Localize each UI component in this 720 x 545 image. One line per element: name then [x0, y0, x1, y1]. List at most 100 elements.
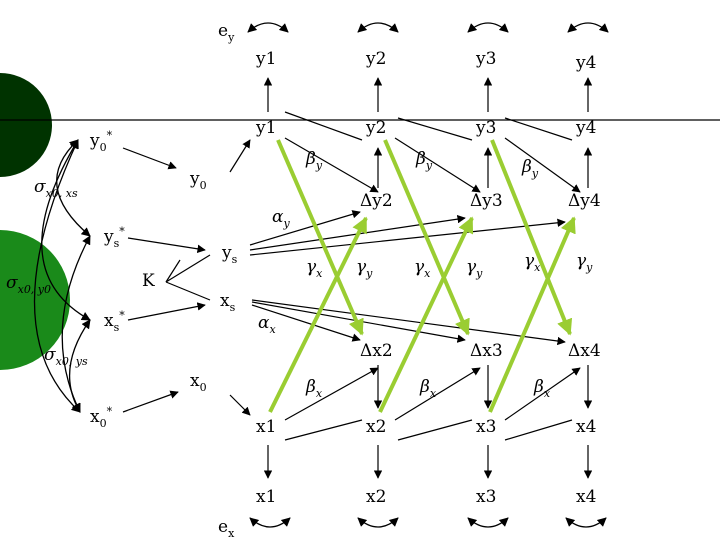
node-y1-observed: y1	[255, 49, 276, 69]
param-gamma-x-3: γx	[524, 251, 541, 274]
path-y3-dy4	[504, 137, 581, 193]
path-y1-dy2	[284, 137, 379, 193]
path-y1-dx2	[276, 139, 364, 336]
node-y4-observed: y4	[575, 53, 596, 73]
node-y2-observed: y2	[365, 49, 386, 69]
path-x1-dy2	[268, 216, 368, 413]
path-x3-dx4	[504, 367, 581, 421]
variance-arcs	[33, 22, 609, 528]
param-sigma-x0-xs: σx0, xs	[34, 177, 78, 200]
node-y3-observed: y3	[475, 49, 496, 69]
path-k-xs	[165, 281, 211, 301]
node-dy2: Δy2	[360, 191, 393, 211]
ey-var-arc-1	[247, 22, 289, 33]
node-x2-latent: x2	[366, 417, 386, 437]
cov-xs-x0	[69, 319, 91, 413]
node-y2-latent: y2	[365, 118, 386, 138]
node-y3-latent: y3	[475, 118, 496, 138]
node-y4-latent: y4	[575, 118, 596, 138]
path-ys-dy2	[249, 210, 361, 246]
ex-var-arc-2	[357, 517, 399, 528]
node-ys-star: ys*	[103, 225, 125, 250]
path-y3-dx4	[490, 139, 573, 336]
node-x3-observed: x3	[476, 487, 496, 507]
path-xs-dx2	[251, 304, 361, 342]
node-ey: ey	[218, 21, 235, 44]
param-beta-y-1: βy	[305, 149, 323, 172]
param-gamma-y-1: γy	[356, 257, 373, 280]
param-beta-y-2: βy	[415, 149, 433, 172]
cov-y0-x0	[33, 139, 81, 413]
path-y3-y4	[504, 117, 573, 141]
param-gamma-y-2: γy	[466, 257, 483, 280]
cov-y0-xs	[41, 139, 91, 321]
node-dx2: Δx2	[360, 341, 393, 361]
node-x3-latent: x3	[476, 417, 496, 437]
param-beta-x-2: βx	[419, 377, 437, 400]
path-x0-x1	[229, 394, 251, 416]
param-alpha-x: αx	[258, 313, 276, 336]
structural-paths	[122, 77, 593, 479]
node-x1-latent: x1	[256, 417, 276, 437]
node-y1-latent: y1	[255, 118, 276, 138]
path-k-ys	[165, 254, 211, 283]
path-x2-dy3	[378, 216, 474, 413]
param-gamma-x-1: γx	[306, 257, 323, 280]
path-x1-dx2	[284, 367, 379, 421]
param-gamma-y-3: γy	[576, 251, 593, 274]
ex-var-arc-1	[249, 517, 291, 528]
node-x0-star: x0*	[90, 405, 113, 430]
node-x4-observed: x4	[576, 487, 596, 507]
path-x1-x2	[284, 419, 363, 441]
path-x3-x4	[504, 419, 573, 441]
node-x4-latent: x4	[576, 417, 596, 437]
param-alpha-y: αy	[272, 207, 290, 230]
cov-ys-x0	[61, 235, 91, 413]
node-k: K	[142, 271, 155, 291]
ex-var-arc-3	[467, 517, 509, 528]
path-y2-dy3	[394, 137, 481, 193]
path-x2-dx3	[394, 367, 481, 421]
param-beta-x-1: βx	[305, 377, 323, 400]
node-xs: xs	[220, 291, 236, 314]
path-y0-y1	[229, 139, 251, 173]
node-y0: y0	[189, 169, 207, 192]
coupling-paths	[268, 139, 576, 413]
node-dx3: Δx3	[470, 341, 503, 361]
node-ex: ex	[218, 517, 235, 540]
path-x0star-x0	[122, 390, 179, 413]
path-y2-dx3	[383, 139, 470, 336]
ey-var-arc-2	[357, 22, 399, 33]
ey-var-arc-3	[467, 22, 509, 33]
node-x0: x0	[190, 371, 207, 394]
path-x3-dy4	[488, 216, 576, 413]
path-x2-x3	[397, 419, 473, 441]
path-y1-y2	[284, 111, 363, 141]
node-dy3: Δy3	[470, 191, 503, 211]
node-xs-star: xs*	[104, 309, 125, 334]
path-xsstar-xs	[127, 302, 206, 321]
path-xs-dx4	[251, 299, 566, 346]
path-y2-y3	[397, 117, 473, 141]
node-dx4: Δx4	[568, 341, 601, 361]
node-dy4: Δy4	[568, 191, 601, 211]
node-ys: ys	[221, 243, 238, 266]
param-gamma-x-2: γx	[414, 257, 431, 280]
parameter-labels: βy βy βy αy αx γx γy γx γy γx γy βx βx β…	[6, 149, 593, 400]
ey-var-arc-4	[567, 22, 609, 33]
param-beta-y-3: βy	[521, 157, 539, 180]
nodes: ey y1 y2 y3 y4 y1 y2 y3 y4 y0* y0 Δy2 Δy…	[89, 21, 601, 540]
path-y0star-y0	[122, 147, 177, 170]
param-sigma-x0-y0: σx0, y0	[6, 273, 51, 296]
path-ysstar-ys	[127, 237, 206, 253]
node-x1-observed: x1	[256, 487, 276, 507]
param-sigma-x0-ys: σx0, ys	[44, 345, 88, 368]
decor-dark-circle	[0, 73, 52, 177]
path-k-top	[165, 259, 181, 283]
node-x2-observed: x2	[366, 487, 386, 507]
node-y0-star: y0*	[89, 129, 113, 154]
ex-var-arc-4	[565, 517, 607, 528]
param-beta-x-3: βx	[533, 377, 551, 400]
